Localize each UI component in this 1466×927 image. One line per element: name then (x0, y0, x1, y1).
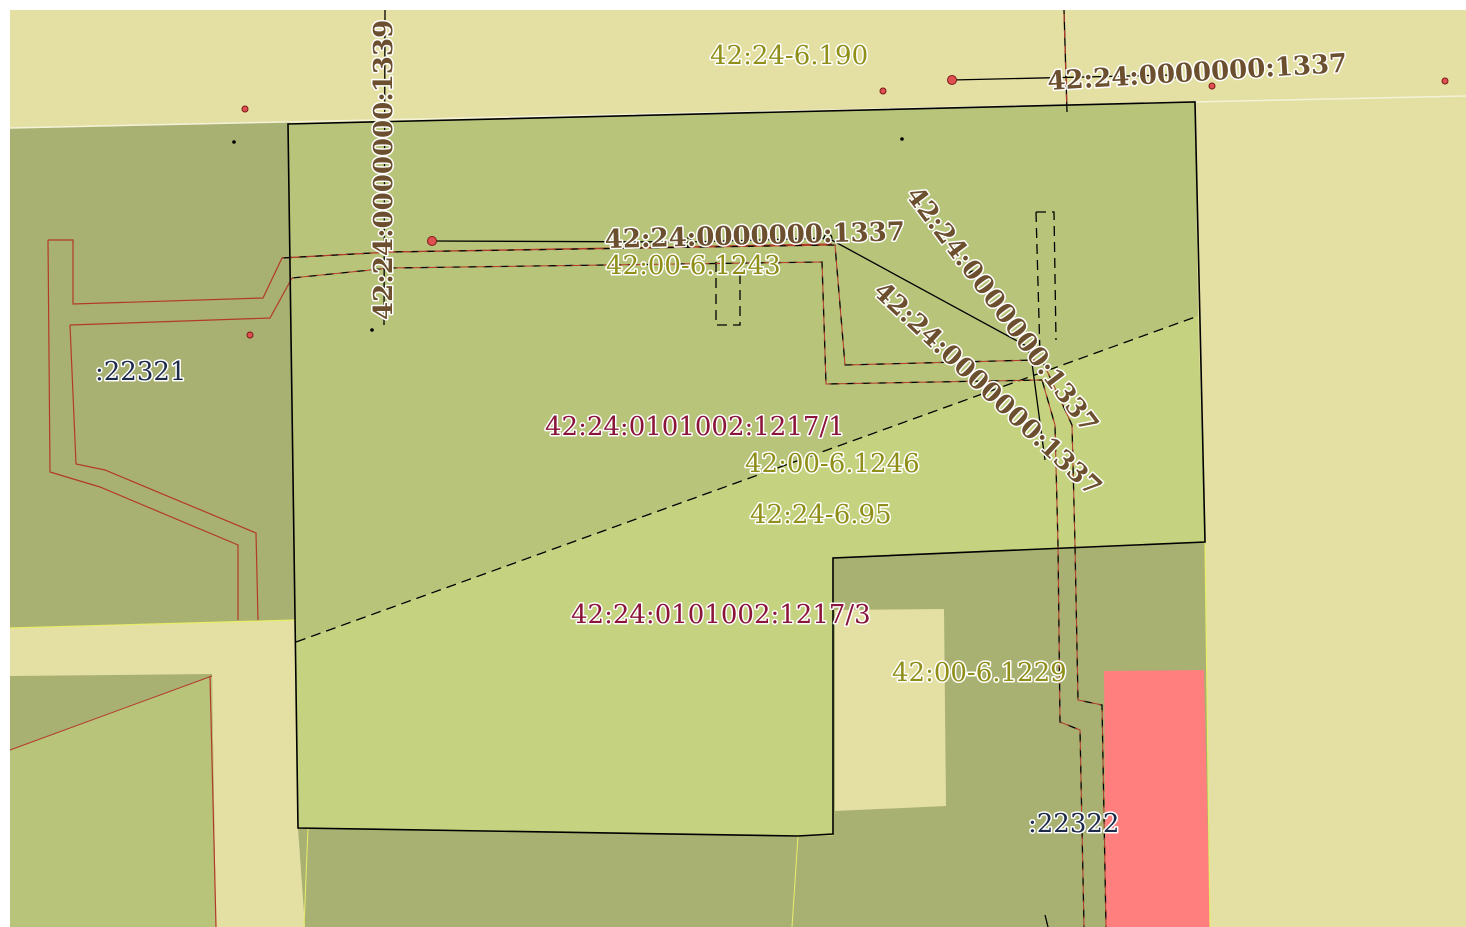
node-vertex (1167, 70, 1177, 80)
zone-label-1229: 42:00-6.1229 (892, 658, 1067, 688)
node-point (1441, 77, 1449, 85)
red-road-strips (281, 244, 1107, 927)
node-point (241, 105, 249, 113)
node-point (1208, 82, 1216, 90)
yellow-boundary-5 (9, 95, 1466, 129)
node-dot (900, 137, 904, 141)
network-dashes (1063, 13, 1068, 111)
node-vertex (823, 233, 833, 243)
parcel-label-1217-3: 42:24:0101002:1217/3 (571, 600, 871, 630)
node-point (427, 236, 437, 246)
parcel-1217-outline (287, 101, 1206, 837)
node-point (246, 331, 254, 339)
node-vertex (968, 270, 978, 280)
node-vertex (683, 237, 693, 247)
line-label-vertical: 42:24:0000000:1339 (369, 20, 399, 320)
node-vertex (1025, 343, 1035, 353)
inner-beige-area (835, 609, 946, 811)
parcel-number-22322: :22322 (1028, 809, 1119, 839)
highlighted-parcel[interactable] (1104, 670, 1210, 927)
zone-label-6-95: 42:24-6.95 (750, 500, 892, 530)
bottom-left-diag (9, 675, 213, 751)
parcel-22322[interactable] (298, 542, 1210, 927)
zone-label-1243: 42:00-6.1243 (606, 251, 781, 281)
parcel-22321[interactable] (10, 122, 296, 628)
zone-label-1246: 42:00-6.1246 (745, 449, 920, 479)
parcel-1217-1[interactable] (288, 102, 1198, 642)
node-point (947, 75, 957, 85)
parcel-label-1217-1: 42:24:0101002:1217/1 (545, 412, 845, 442)
bottom-left-boundary (209, 675, 217, 927)
parcel-bottom-left-light (10, 676, 216, 927)
node-dot (370, 328, 374, 332)
zone-1246-area[interactable] (296, 316, 1205, 836)
road-strip-left-inner (47, 239, 239, 620)
yellow-boundary-2 (9, 619, 297, 629)
road-strip-left-inner2 (69, 324, 259, 621)
zone-label-6-190: 42:24-6.190 (710, 41, 868, 71)
yellow-boundary-3 (791, 835, 799, 927)
node-dot (232, 140, 236, 144)
network-nodes[interactable] (232, 70, 1449, 353)
node-point (879, 87, 887, 95)
road-strip-left-top (69, 277, 293, 326)
parcel-number-22321: :22321 (95, 357, 186, 387)
yellow-boundary-4 (303, 827, 309, 927)
